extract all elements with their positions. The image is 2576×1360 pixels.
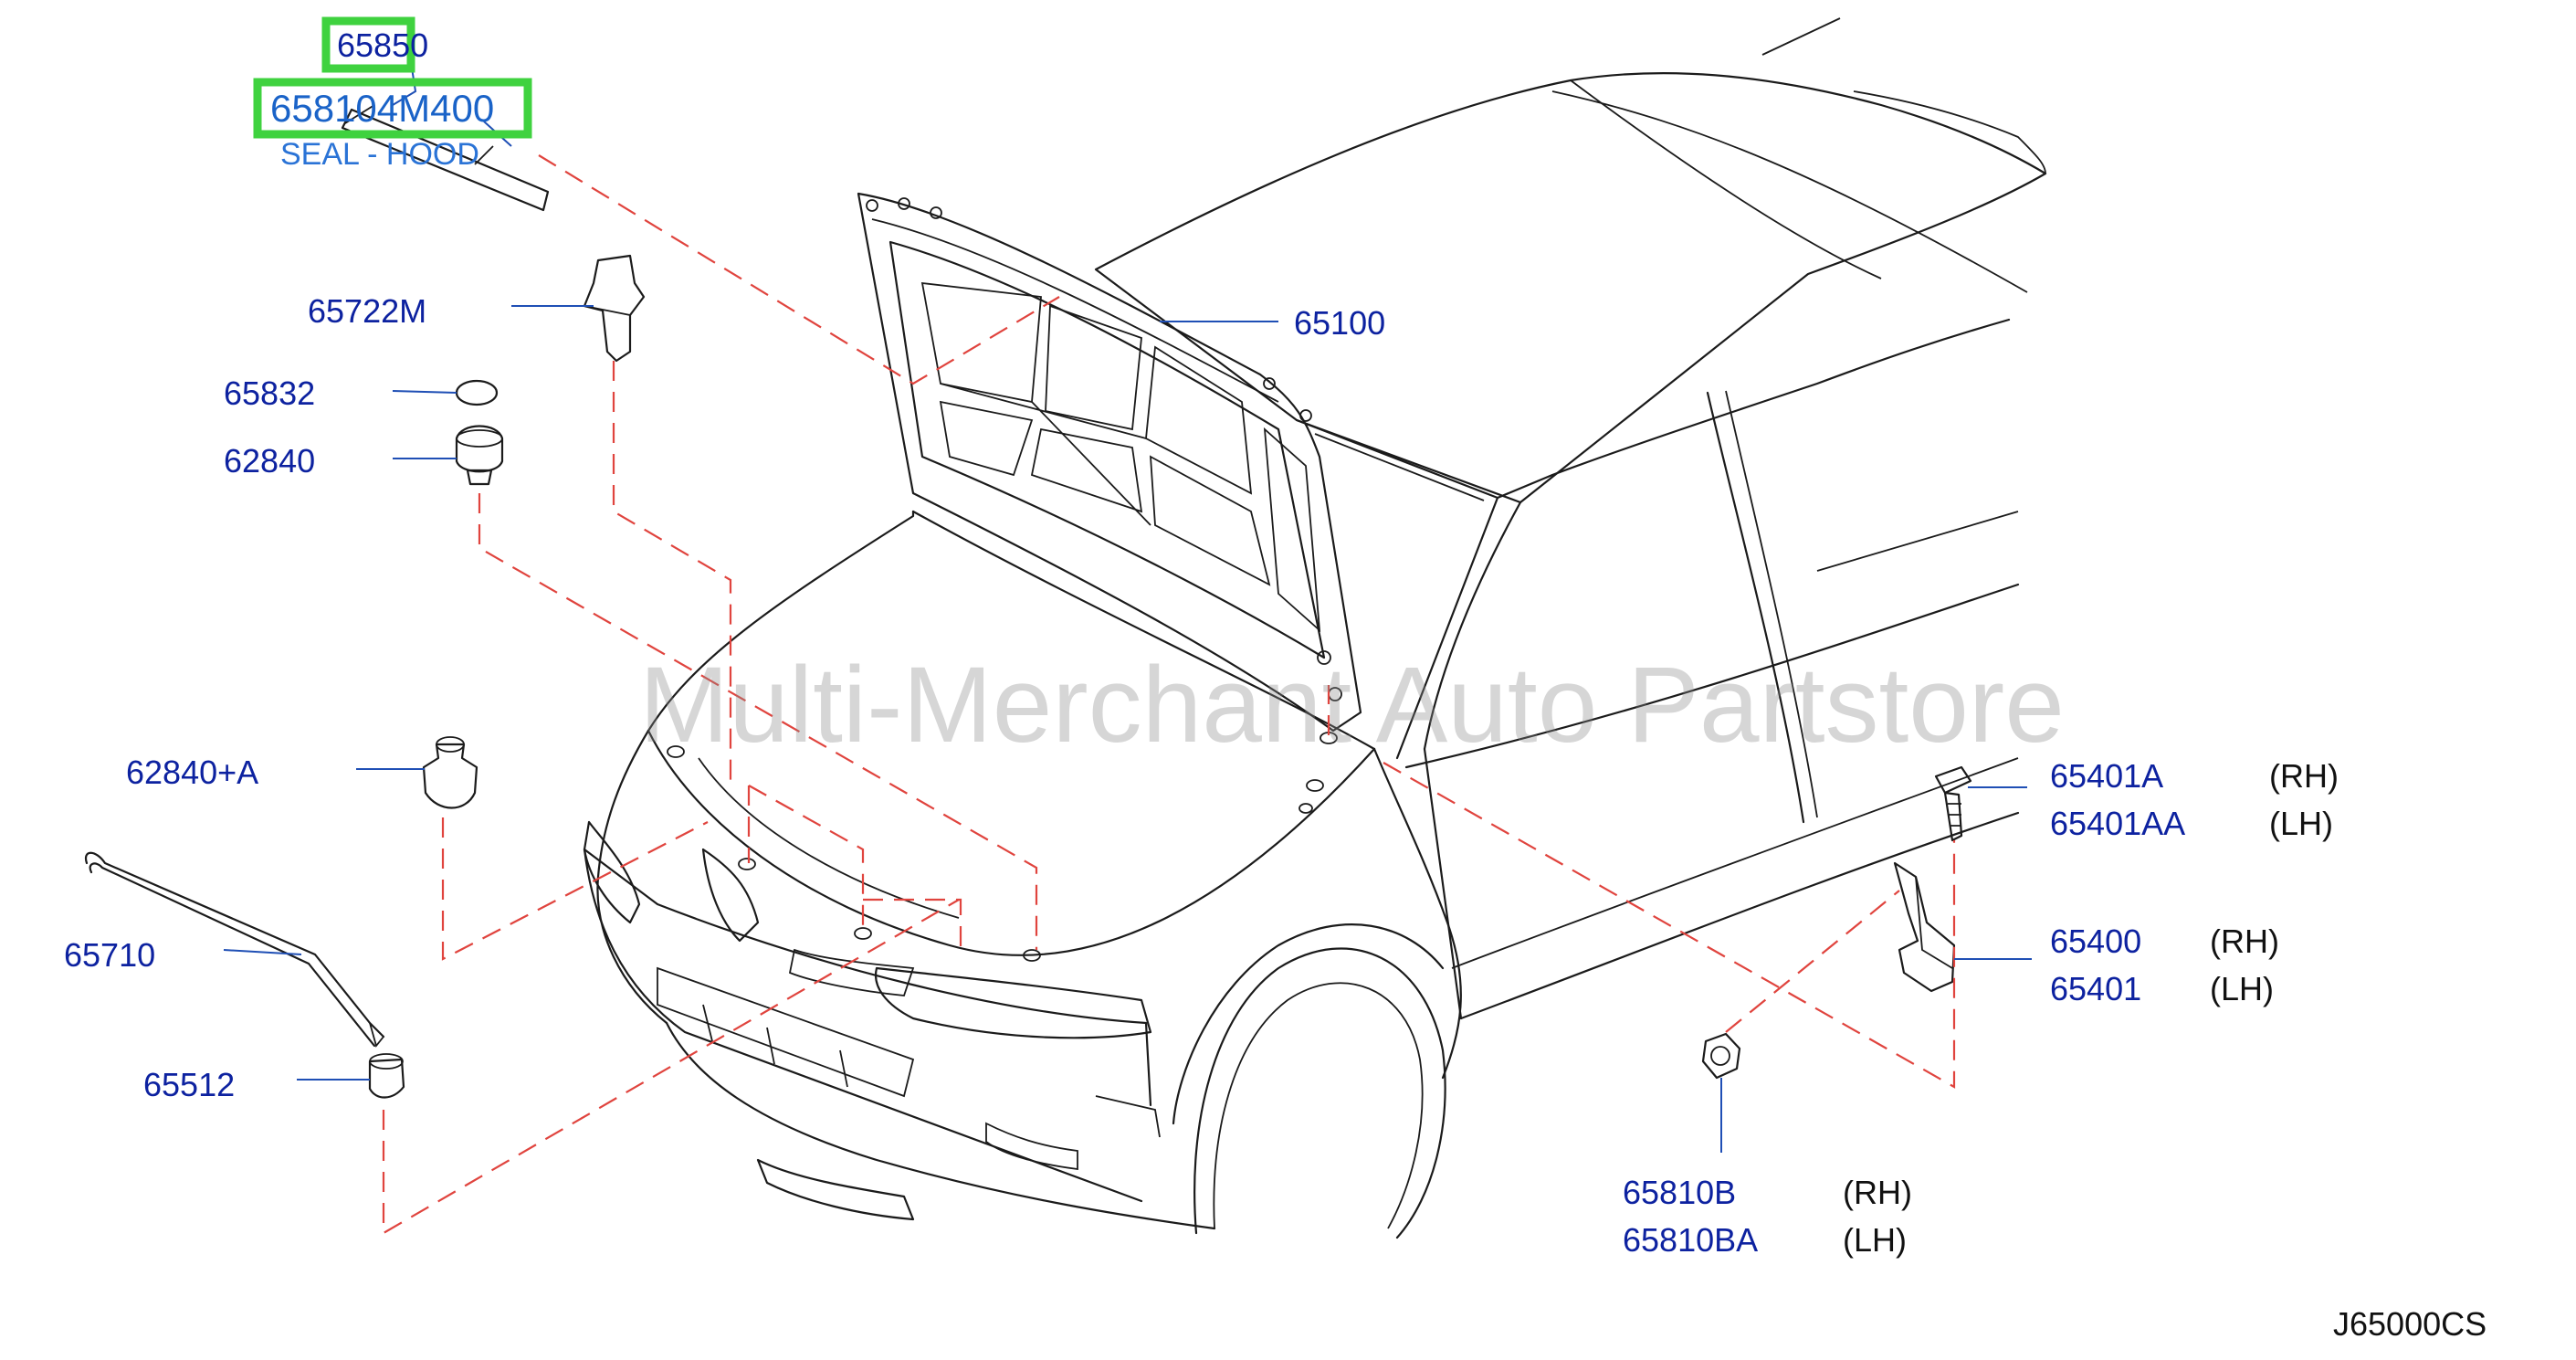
callout-65850[interactable]: 65850 xyxy=(337,26,428,64)
callout-62840-a[interactable]: 62840+A xyxy=(126,754,258,791)
callout-65722M[interactable]: 65722M xyxy=(308,292,426,330)
assembly-lines xyxy=(382,154,1956,1235)
hood-panel xyxy=(857,192,1362,733)
callout-65832[interactable]: 65832 xyxy=(224,374,315,412)
callout-65810ba[interactable]: 65810BA xyxy=(1623,1221,1758,1259)
car-body xyxy=(583,17,2047,1239)
callout-62840[interactable]: 62840 xyxy=(224,442,315,480)
highlight-box-65850 xyxy=(321,16,415,73)
highlight-box-658104M400 xyxy=(253,78,532,139)
callout-65710[interactable]: 65710 xyxy=(64,936,155,974)
part-name-seal-hood: SEAL - HOOD xyxy=(280,137,479,172)
side-65401aa: (LH) xyxy=(2269,805,2333,842)
callout-65100[interactable]: 65100 xyxy=(1294,304,1385,342)
side-65810ba: (LH) xyxy=(1843,1221,1907,1259)
watermark: Multi-Merchant Auto Partstore xyxy=(639,645,2065,765)
side-65810b: (RH) xyxy=(1843,1174,1912,1211)
callout-65512[interactable]: 65512 xyxy=(143,1066,235,1103)
callout-658104M400[interactable]: 658104M400 xyxy=(270,87,494,130)
callout-65810b[interactable]: 65810B xyxy=(1623,1174,1736,1211)
side-65400: (RH) xyxy=(2210,922,2279,960)
callout-65401aa[interactable]: 65401AA xyxy=(2050,805,2185,842)
side-65401: (LH) xyxy=(2210,970,2274,1007)
callout-65401[interactable]: 65401 xyxy=(2050,970,2141,1007)
diagram-code: J65000CS xyxy=(2333,1305,2487,1343)
callout-65400[interactable]: 65400 xyxy=(2050,922,2141,960)
callout-65401a[interactable]: 65401A xyxy=(2050,757,2163,795)
side-65401a: (RH) xyxy=(2269,757,2339,795)
